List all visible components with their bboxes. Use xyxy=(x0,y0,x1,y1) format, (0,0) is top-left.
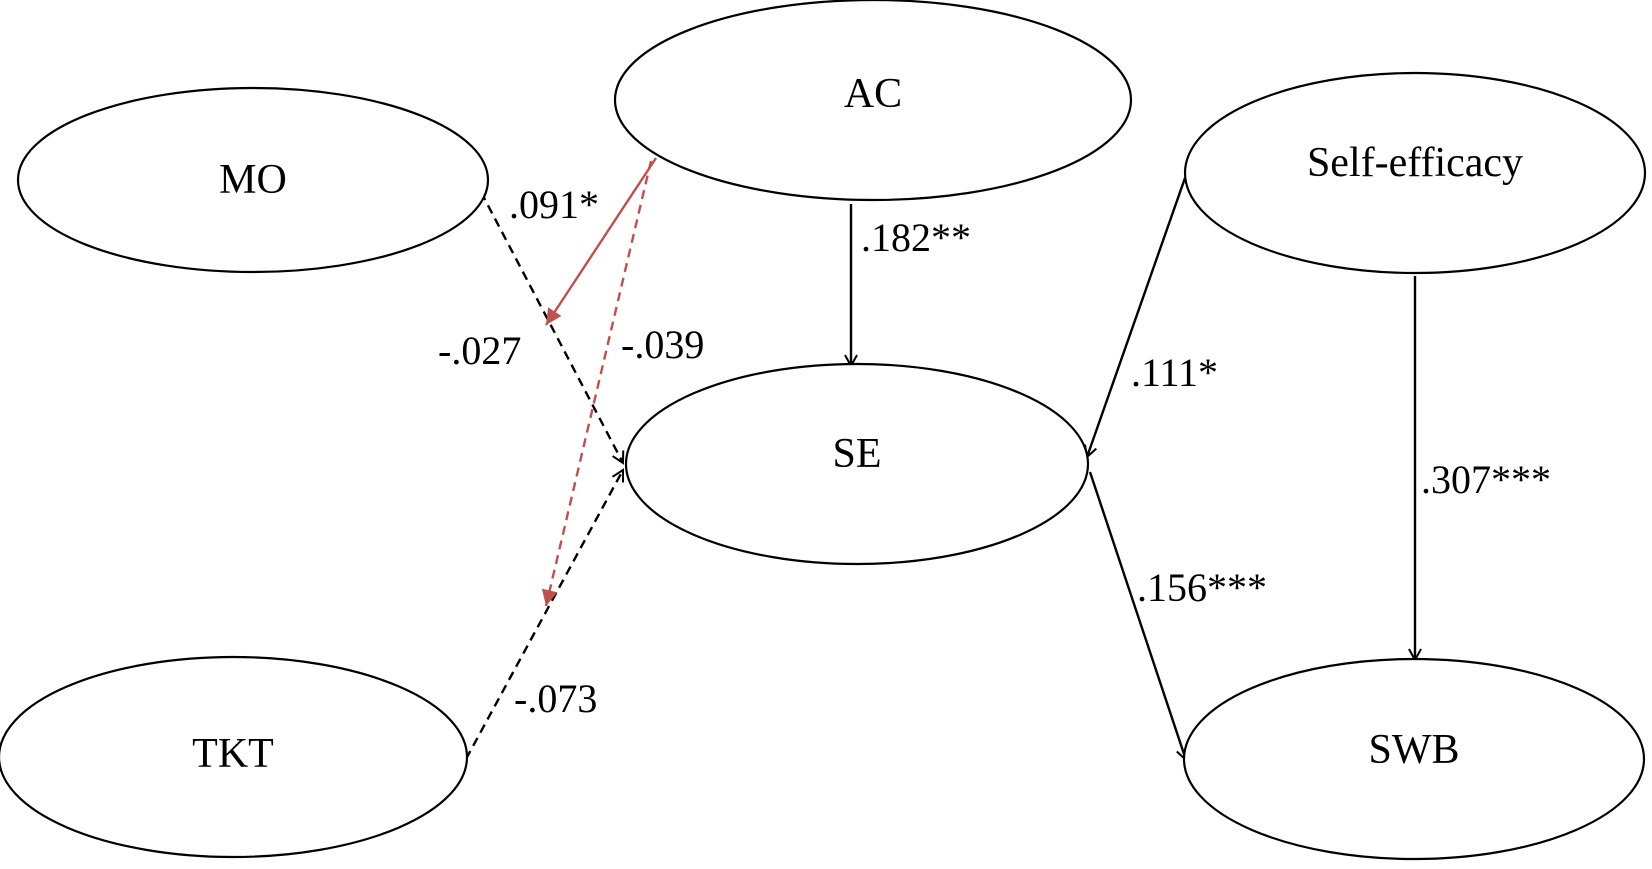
coef-tkt-to-se: -.073 xyxy=(514,676,597,721)
node-se-label: SE xyxy=(832,431,881,477)
node-ac-label: AC xyxy=(844,71,902,117)
node-mo: MO xyxy=(16,86,490,274)
coefficients: .091* .182** -.027 -.039 .111* .307*** .… xyxy=(438,182,1551,721)
edge-self-efficacy-to-se xyxy=(1087,177,1187,457)
node-swb-shape xyxy=(1182,657,1646,861)
edge-ac-moderates-tkt-se xyxy=(541,160,653,607)
coef-se-to-swb: .156*** xyxy=(1137,565,1267,610)
coef-self-efficacy-to-se: .111* xyxy=(1131,350,1218,395)
edges xyxy=(464,157,1415,760)
edge-tkt-to-se xyxy=(464,470,625,760)
edge-ac-moderates-mo-se xyxy=(544,157,658,326)
node-mo-shape xyxy=(16,86,490,274)
coef-ac-moderates-mo-se: .091* xyxy=(509,182,599,227)
node-tkt-label: TKT xyxy=(192,731,274,777)
node-mo-label: MO xyxy=(219,157,287,203)
node-se: SE xyxy=(624,362,1090,566)
node-se-shape xyxy=(624,362,1090,566)
coef-mo-to-se: -.027 xyxy=(438,328,521,373)
edge-mo-to-se xyxy=(479,191,623,463)
node-self-efficacy-label: Self-efficacy xyxy=(1307,140,1523,186)
node-ac-shape xyxy=(613,0,1133,202)
node-tkt: TKT xyxy=(0,655,469,859)
coef-ac-to-se: .182** xyxy=(861,215,971,260)
coef-ac-moderates-tkt-se: -.039 xyxy=(621,322,704,367)
edge-se-to-swb xyxy=(1088,471,1186,760)
coef-self-efficacy-to-swb: .307*** xyxy=(1421,457,1551,502)
node-swb: SWB xyxy=(1182,657,1646,861)
node-tkt-shape xyxy=(0,655,469,859)
node-self-efficacy-shape xyxy=(1183,71,1647,275)
node-self-efficacy: Self-efficacy xyxy=(1183,71,1647,275)
node-swb-label: SWB xyxy=(1368,727,1459,773)
node-ac: AC xyxy=(613,0,1133,202)
